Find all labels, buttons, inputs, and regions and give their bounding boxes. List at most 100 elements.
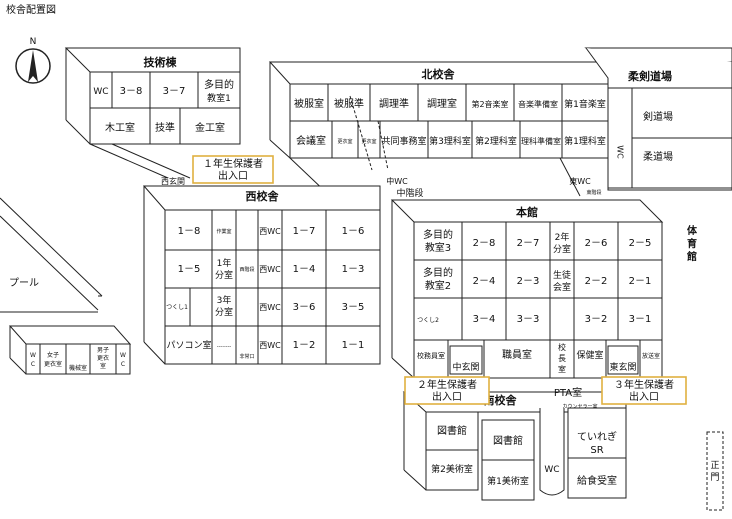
joshi-line2: 更衣室 xyxy=(44,360,62,368)
bijutsu1-room: 第1美術室 xyxy=(487,475,529,487)
room-1-7: 1－7 xyxy=(293,226,316,237)
jujutsu-building xyxy=(584,47,732,191)
bun2-line2: 分室 xyxy=(553,243,571,255)
room-1-5: 1－5 xyxy=(178,264,201,275)
entrance-1-line1: １年生保護者 xyxy=(203,157,263,170)
chorijun-room: 調理準 xyxy=(379,97,409,110)
teireki-line2: SR xyxy=(590,445,603,456)
nishi-name: 西校舎 xyxy=(246,189,280,203)
minami-wc: WC xyxy=(544,465,559,475)
chuwc-label: 中WC xyxy=(386,176,408,186)
seimon-1: 正 xyxy=(710,461,719,471)
tamokuteki2-line1: 多目的 xyxy=(423,266,453,279)
danshi-line3: 室 xyxy=(100,362,106,370)
rika1-room: 第1理科室 xyxy=(564,135,606,147)
room-2-6: 2－6 xyxy=(585,238,608,249)
room-2-8: 2－8 xyxy=(473,238,496,249)
taiikukan-1: 体 xyxy=(687,224,698,237)
koui-room-1: 更衣室 xyxy=(337,138,352,145)
room-3-3: 3－3 xyxy=(517,314,540,325)
minami-name: 南校舎 xyxy=(484,393,518,407)
room-1-3: 1－3 xyxy=(342,264,365,275)
room-3-8: 3－8 xyxy=(120,86,143,97)
ongaku-junbi-room: 音楽準備室 xyxy=(518,99,558,109)
bun2-line1: 2年 xyxy=(555,231,570,243)
gijutsu-wc: WC xyxy=(93,87,108,97)
koui-room-2: 更衣室 xyxy=(361,138,376,145)
room-2-3: 2－3 xyxy=(517,276,540,287)
honkan-building xyxy=(390,199,664,379)
room-3-1: 3－1 xyxy=(629,314,652,325)
pool-label: プール xyxy=(9,277,39,289)
ongaku2-room: 第2音楽室 xyxy=(471,99,508,109)
room-3-5: 3－5 xyxy=(342,302,365,313)
tamokuteki2-line2: 教室2 xyxy=(425,279,451,292)
chukaidan-label: 中階段 xyxy=(396,187,423,199)
nishi-wc-4: 西WC xyxy=(259,341,281,350)
seimon-gate xyxy=(706,431,724,511)
entrance-3-line1: ３年生保護者 xyxy=(614,378,674,391)
room-2-7: 2－7 xyxy=(517,238,540,249)
komuin-room: 校務員室 xyxy=(417,351,445,360)
rika-junbi-room: 理科準備室 xyxy=(521,136,561,146)
danshi-line1: 男子 xyxy=(97,347,109,354)
nishi-wc-3: 西WC xyxy=(259,303,281,312)
hijoguchi: 非常口 xyxy=(239,353,254,360)
compass-icon xyxy=(15,48,51,84)
tamokuteki3-line2: 教室3 xyxy=(425,241,451,254)
pasokon-room: パソコン室 xyxy=(166,339,211,351)
higashigenkan: 東玄関 xyxy=(609,361,636,373)
room-3-6: 3－6 xyxy=(293,302,316,313)
tamokuteki1-line2: 教室1 xyxy=(207,92,231,104)
room-1-8: 1－8 xyxy=(178,226,201,237)
sw-wc2-b: C xyxy=(121,361,125,368)
gijun-room: 技準 xyxy=(155,121,175,134)
judo-room: 柔道場 xyxy=(643,150,673,163)
kaigi-room: 会議室 xyxy=(296,134,326,147)
jujutsu-name: 柔剣道場 xyxy=(627,69,672,83)
room-1-4: 1－4 xyxy=(293,264,316,275)
kyushoku-room: 給食受室 xyxy=(577,474,617,487)
dots-room: -------- xyxy=(217,344,232,350)
kita-name: 北校舎 xyxy=(422,67,456,81)
nishi-wc-2: 西WC xyxy=(259,265,281,274)
joshi-line1: 女子 xyxy=(47,351,59,359)
jujutsu-wc: WC xyxy=(616,145,625,159)
hoso-room: 放送室 xyxy=(642,352,660,360)
tsukushi1-room: つくし1 xyxy=(166,304,188,311)
sw-wc2-a: W xyxy=(120,352,126,359)
room-2-2: 2－2 xyxy=(585,276,608,287)
room-3-2: 3－2 xyxy=(585,314,608,325)
pool-area xyxy=(0,197,103,313)
taiikukan-2: 育 xyxy=(687,237,697,250)
kita-building xyxy=(268,61,609,197)
hifuku-room: 被服室 xyxy=(294,97,324,110)
bun1-line1: 1年 xyxy=(217,257,232,269)
shokuin-room: 職員室 xyxy=(502,348,532,361)
hifukujun-room: 被服準 xyxy=(334,97,364,110)
honkan-name: 本館 xyxy=(516,205,538,219)
entrance-2-line1: ２年生保護者 xyxy=(417,378,477,391)
room-1-2: 1－2 xyxy=(293,340,316,351)
tamokuteki3-line1: 多目的 xyxy=(423,228,453,241)
mokko-room: 木工室 xyxy=(105,121,135,134)
ongaku1-room: 第1音楽室 xyxy=(564,98,606,110)
sw-wc1-a: W xyxy=(30,352,36,359)
kikai-room: 機械室 xyxy=(69,364,87,372)
nishi-building xyxy=(142,185,381,365)
map-title: 校舎配置図 xyxy=(6,3,56,16)
kocho-line1: 校 xyxy=(558,342,566,352)
nishi-wc-1: 西WC xyxy=(259,227,281,236)
seimon-2: 門 xyxy=(710,472,719,483)
counsel-room: カウンセラー室 xyxy=(562,403,597,410)
bun3-line1: 3年 xyxy=(217,294,232,306)
nishi-kaidan: 西階段 xyxy=(239,266,254,273)
seito-line2: 会室 xyxy=(553,281,571,293)
entrance-3: ３年生保護者 出入口 xyxy=(601,376,687,405)
tamokuteki1-line1: 多目的 xyxy=(204,78,234,91)
bun1-line2: 分室 xyxy=(215,269,233,281)
teireki-line1: ていれぎ xyxy=(577,430,617,443)
entrance-2-line2: 出入口 xyxy=(432,390,462,403)
room-3-7: 3－7 xyxy=(163,86,186,97)
room-1-1: 1－1 xyxy=(342,340,365,351)
